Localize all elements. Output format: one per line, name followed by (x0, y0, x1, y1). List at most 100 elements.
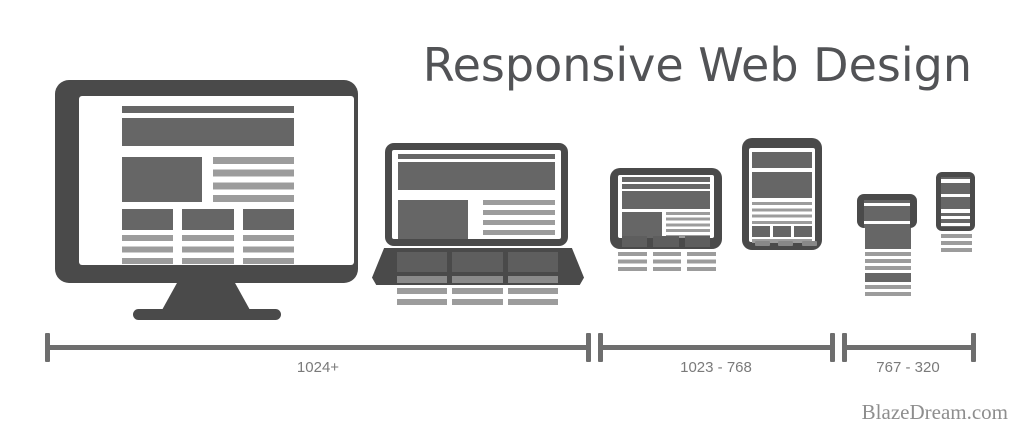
mock-overflow-tab (802, 241, 817, 246)
mock-text-line (452, 299, 503, 305)
mock-navbar (398, 154, 555, 159)
range-label-tablet: 1023 - 768 (680, 359, 752, 376)
ruler-segment-tablet (598, 345, 835, 350)
mock-separator-line (864, 203, 910, 206)
mock-thumb-block (242, 209, 294, 230)
mock-hero-banner (398, 162, 555, 190)
mock-separator-line (941, 216, 970, 219)
mock-column-row (122, 209, 294, 264)
mock-overflow-tab (778, 241, 793, 246)
mock-media-row (622, 212, 710, 238)
mock-text-lines (483, 200, 555, 235)
phone-small-icon (936, 172, 976, 254)
tablet-overflow-boxes (622, 236, 710, 247)
mock-text-line (397, 276, 448, 283)
mock-text-lines (122, 235, 174, 264)
mock-text-line (507, 299, 558, 305)
mock-thumb-block (122, 209, 174, 230)
mock-thumb-block (773, 226, 791, 237)
mock-hero-banner (622, 191, 710, 209)
mock-column (242, 209, 294, 264)
range-label-desktop: 1024+ (296, 359, 340, 376)
mock-hero-banner (752, 172, 812, 198)
mock-thumb-block (752, 226, 770, 237)
mock-text-line (507, 276, 558, 283)
tablet-overflow-lines (618, 252, 717, 271)
ruler-tick (971, 333, 976, 362)
mock-text-line (507, 288, 558, 294)
mock-text-lines (687, 252, 717, 271)
mock-column (122, 209, 174, 264)
mock-thumb-block (452, 252, 503, 272)
ruler-tick (586, 333, 591, 362)
mock-image-block (622, 212, 662, 238)
mock-image-block (865, 228, 911, 249)
mock-overflow-tab (755, 241, 770, 246)
ruler-segment-desktop (45, 345, 591, 350)
tablet-page-mockup (752, 152, 812, 243)
mock-separator-line (941, 223, 970, 226)
ruler-tick (45, 333, 50, 362)
mock-thumb-block (794, 226, 812, 237)
mock-thumb-block (684, 236, 710, 247)
mock-thumb-block (653, 236, 679, 247)
mock-thumb-block (397, 252, 448, 272)
mock-text-lines (752, 202, 812, 224)
mock-subnav (622, 184, 710, 189)
mock-column (452, 252, 503, 305)
mock-column (397, 252, 448, 305)
tablet-landscape-icon (610, 168, 722, 273)
mock-thumb-block (622, 236, 648, 247)
ruler-tick (830, 333, 835, 362)
mock-hero-banner (122, 118, 294, 146)
mock-text-lines (652, 252, 682, 271)
range-label-mobile: 767 - 320 (876, 359, 940, 376)
mock-image-block (122, 157, 202, 202)
mock-separator-line (941, 179, 970, 183)
mock-text-line (452, 276, 503, 283)
mock-separator-line (941, 209, 970, 213)
ruler-segment-mobile (842, 345, 976, 350)
mock-column (507, 252, 558, 305)
mock-image-block (398, 200, 468, 239)
ruler-tick (842, 333, 847, 362)
mock-column-row (752, 226, 812, 237)
mock-thumb-block (182, 209, 234, 230)
page-title: Responsive Web Design (422, 38, 972, 92)
phone-frame (936, 172, 975, 231)
mock-text-line (397, 288, 448, 294)
phone-overflow-lines (941, 234, 972, 252)
mock-text-lines (213, 157, 294, 202)
laptop-icon (372, 143, 584, 308)
mock-text-line (397, 299, 448, 305)
mock-media-row (398, 200, 555, 239)
phone-screen (941, 177, 970, 227)
monitor-stand (162, 283, 250, 310)
monitor-base (133, 309, 281, 320)
mock-navbar (622, 177, 710, 182)
mock-text-lines (666, 212, 710, 238)
ruler-tick (598, 333, 603, 362)
mock-header-block (752, 152, 812, 168)
phone-large-icon (857, 194, 919, 300)
mock-text-lines (618, 252, 647, 271)
mock-image-block (865, 273, 911, 282)
mock-column (182, 209, 234, 264)
mock-text-lines (182, 235, 234, 264)
tablet-portrait-icon (742, 138, 822, 253)
monitor-page-mockup (122, 106, 294, 264)
phone-overflow-content (865, 228, 911, 296)
mock-text-lines (865, 252, 911, 270)
mock-text-lines (865, 285, 911, 296)
desktop-monitor-icon (45, 80, 365, 322)
mock-separator-line (941, 194, 970, 197)
mock-separator-line (864, 221, 910, 224)
laptop-overflow-content (397, 252, 558, 305)
mock-thumb-block (507, 252, 558, 272)
mock-text-line (452, 288, 503, 294)
laptop-page-mockup (398, 154, 555, 239)
mock-media-row (122, 157, 294, 202)
phone-frame (857, 194, 917, 228)
tablet-page-mockup (622, 177, 710, 238)
